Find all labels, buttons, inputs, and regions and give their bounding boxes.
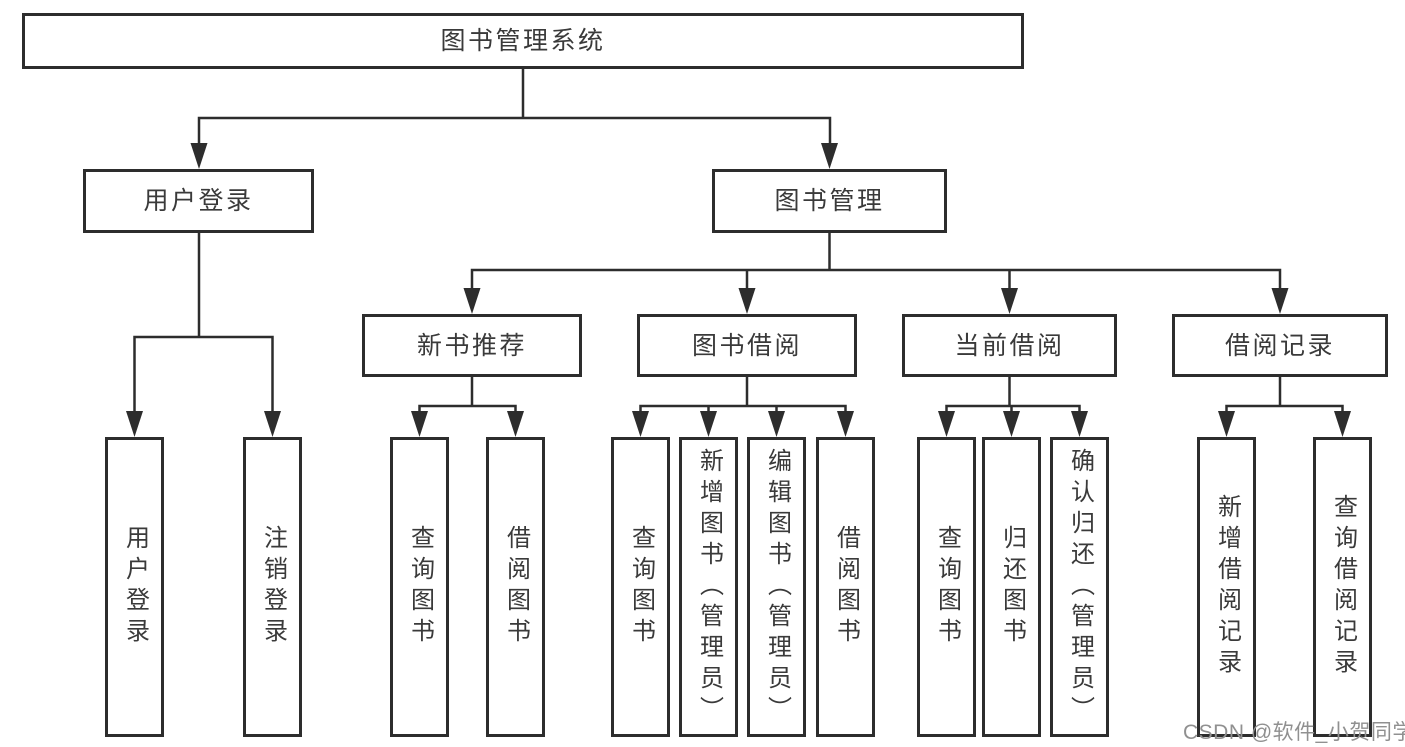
- node-label: 图书管理系统: [440, 27, 606, 55]
- node-label: 确认归还（管理员）: [1066, 447, 1094, 727]
- node-label: 查询图书: [627, 525, 655, 649]
- node-label: 查询图书: [406, 525, 434, 649]
- node-label: 新书推荐: [416, 331, 527, 360]
- node-label: 查询图书: [933, 525, 961, 649]
- node-label: 借阅图书: [832, 525, 860, 649]
- node-leaf-return-book: 归还图书: [982, 437, 1041, 737]
- node-label: 注销登录: [259, 525, 287, 649]
- node-label: 图书借阅: [691, 331, 802, 360]
- node-label: 新增图书（管理员）: [695, 447, 723, 727]
- node-leaf-borrow-book: 借阅图书: [816, 437, 875, 737]
- node-leaf-user-login: 用户登录: [105, 437, 164, 737]
- node-leaf-query-book-recommend: 查询图书: [390, 437, 449, 737]
- watermark: CSDN @软件_小贺同学: [1183, 721, 1405, 744]
- node-label: 图书管理: [774, 187, 885, 215]
- node-label: 用户登录: [143, 187, 254, 215]
- node-label: 当前借阅: [954, 331, 1065, 360]
- node-borrow-records: 借阅记录: [1172, 314, 1388, 377]
- node-book-management: 图书管理: [712, 169, 947, 233]
- node-leaf-query-book: 查询图书: [611, 437, 670, 737]
- node-label: 查询借阅记录: [1329, 494, 1357, 680]
- node-user-login: 用户登录: [83, 169, 314, 233]
- node-label: 用户登录: [121, 525, 149, 649]
- node-leaf-query-borrow-record: 查询借阅记录: [1313, 437, 1372, 737]
- node-system-root: 图书管理系统: [22, 13, 1024, 69]
- node-book-borrow: 图书借阅: [637, 314, 857, 377]
- node-leaf-confirm-return-admin: 确认归还（管理员）: [1050, 437, 1109, 737]
- node-leaf-edit-book-admin: 编辑图书（管理员）: [747, 437, 806, 737]
- node-leaf-borrow-book-recommend: 借阅图书: [486, 437, 545, 737]
- node-label: 归还图书: [998, 525, 1026, 649]
- node-leaf-add-book-admin: 新增图书（管理员）: [679, 437, 738, 737]
- node-leaf-add-borrow-record: 新增借阅记录: [1197, 437, 1256, 737]
- node-label: 编辑图书（管理员）: [763, 447, 791, 727]
- node-leaf-logout: 注销登录: [243, 437, 302, 737]
- node-current-borrow: 当前借阅: [902, 314, 1117, 377]
- node-leaf-query-book-current: 查询图书: [917, 437, 976, 737]
- node-new-book-recommend: 新书推荐: [362, 314, 582, 377]
- node-label: 借阅图书: [502, 525, 530, 649]
- node-label: 新增借阅记录: [1213, 494, 1241, 680]
- arrowheads: [126, 143, 1351, 437]
- node-label: 借阅记录: [1224, 331, 1335, 360]
